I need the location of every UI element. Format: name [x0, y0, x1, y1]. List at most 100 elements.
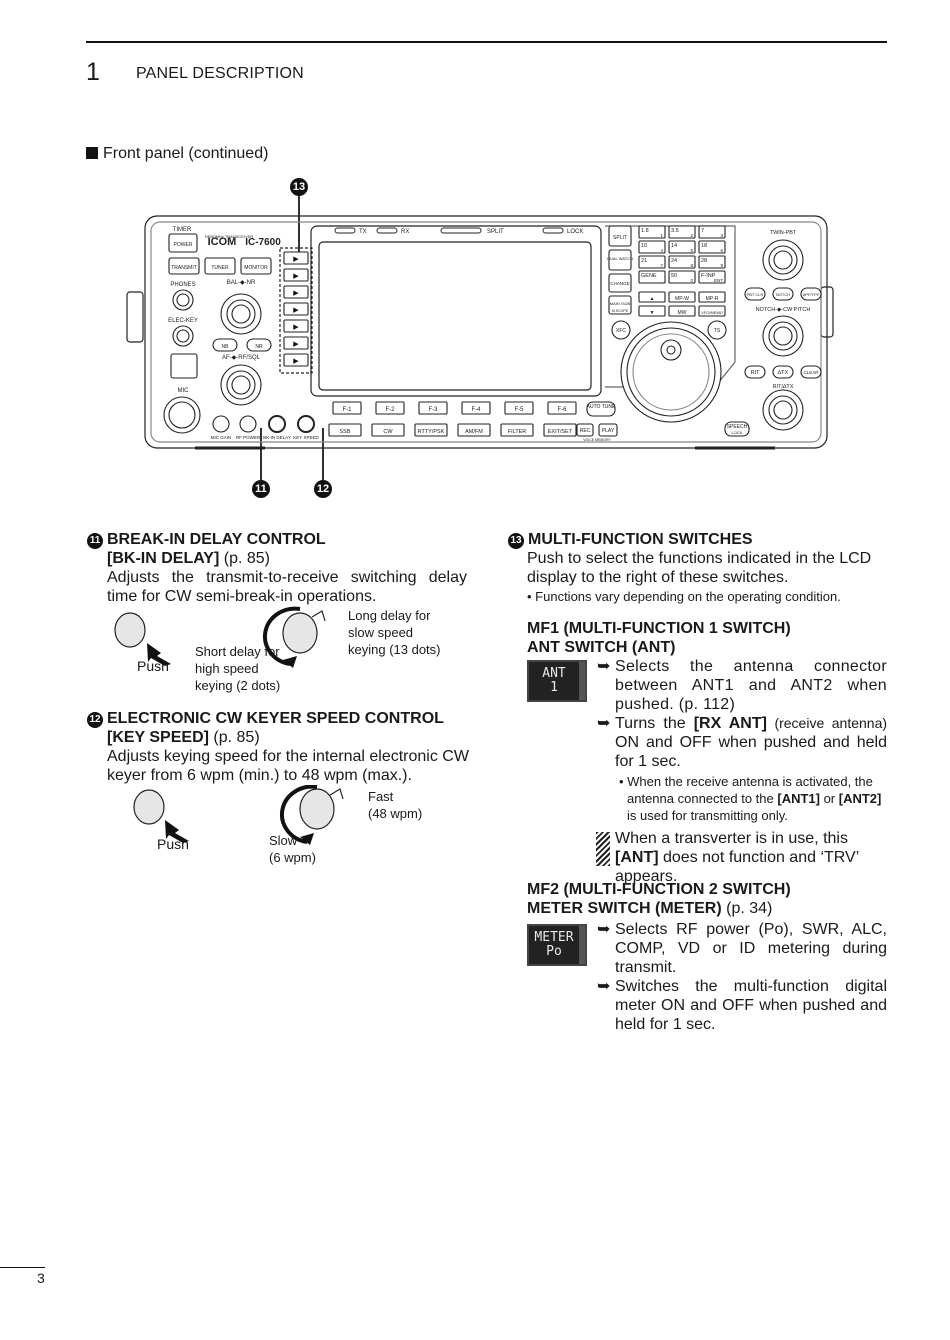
mf-switch-7[interactable]: [283, 353, 309, 367]
mf-switch-5[interactable]: [283, 319, 309, 333]
vfo-memo-button: [698, 305, 726, 317]
mf1-transverter-note: When a transverter is in use, this [ANT]…: [615, 830, 859, 885]
mf-switch-3[interactable]: [283, 285, 309, 299]
keypad-key[interactable]: [638, 240, 666, 254]
keypad-digit-label: 4: [660, 248, 663, 253]
section-title: Front panel (continued): [86, 145, 268, 163]
function-key-5[interactable]: [504, 401, 534, 415]
function-key-6[interactable]: [547, 401, 577, 415]
keyspeed-description: Adjusts keying speed for the internal el…: [107, 748, 469, 784]
function-key-2[interactable]: [375, 401, 405, 415]
function-key-3[interactable]: [418, 401, 448, 415]
mode-key[interactable]: [414, 423, 448, 437]
up-arrow-icon: ▲: [650, 296, 655, 302]
keypad-key[interactable]: [698, 225, 726, 239]
callout-12: 12: [314, 480, 332, 498]
mode-key[interactable]: [543, 423, 577, 437]
item-number-badge: 12: [87, 711, 103, 728]
play-triangle-icon: ▶: [293, 256, 299, 263]
keypad-key[interactable]: [668, 225, 696, 239]
keypad-digit-label: 7: [660, 263, 663, 268]
play-button: [598, 423, 618, 437]
mf1-bullets: ➥Selects the antenna connector between A…: [597, 657, 887, 824]
main-sub-label: MAIN /SUB: [610, 301, 631, 306]
mscope-label: M.SCOPE: [612, 309, 629, 313]
split-label: SPLIT: [613, 235, 627, 241]
rf-power-label: RF POWER: [236, 435, 261, 440]
mf1-bullet-2: ➥Turns the [RX ANT] (receive antenna) ON…: [597, 715, 888, 770]
keypad-key[interactable]: [668, 270, 696, 284]
speech-lock-button: [724, 421, 750, 437]
mf-description: Push to select the functions indicated i…: [527, 550, 872, 586]
arrow-bullet-icon: ➥: [597, 658, 611, 675]
mf1-bullet-1: ➥Selects the antenna connector between A…: [597, 658, 887, 713]
mode-key-label: RTTY/PSK: [418, 429, 445, 435]
section-title-text: Front panel (continued): [103, 145, 269, 162]
rec-button: [576, 423, 594, 437]
split-button: [608, 225, 632, 247]
keypad-digit-label: 9: [720, 263, 723, 268]
function-key-label: F-4: [472, 407, 482, 413]
play-triangle-icon: ▶: [293, 290, 299, 297]
nb-label: NB: [222, 344, 230, 350]
keyspeed-push-label: Push: [157, 836, 189, 852]
mf-switch-2[interactable]: [283, 268, 309, 282]
mode-key[interactable]: [328, 423, 362, 437]
mode-key[interactable]: [371, 423, 405, 437]
function-key-4[interactable]: [461, 401, 491, 415]
rotate-cw-arrow-icon: [329, 788, 344, 800]
chapter-number: 1: [86, 58, 100, 86]
push-arrow-icon: [147, 643, 171, 666]
page-number: 3: [37, 1270, 45, 1286]
phones-label: PHONES: [170, 282, 195, 288]
mf-switch-4[interactable]: [283, 302, 309, 316]
keypad-key[interactable]: [638, 225, 666, 239]
keypad-key[interactable]: [698, 255, 726, 269]
keypad-key[interactable]: [668, 240, 696, 254]
mode-key[interactable]: [457, 423, 491, 437]
play-triangle-icon: ▶: [293, 324, 299, 331]
callout-12-leader: [322, 428, 324, 480]
bkin-page-ref: (p. 85): [223, 550, 270, 567]
knob-push-icon: [133, 789, 165, 825]
keypad-key[interactable]: [638, 270, 666, 284]
keypad-band-label: 50: [671, 273, 677, 279]
power-label: POWER: [174, 242, 193, 248]
bkin-knob-illustration: [114, 606, 326, 668]
mw-button: [668, 305, 696, 317]
nb-button: [212, 338, 238, 352]
apf-tpf-button: [800, 287, 822, 301]
keypad-band-label: 24: [671, 258, 677, 264]
bkin-push-label: Push: [137, 658, 169, 674]
twin-pbt-label: TWIN-PBT: [770, 230, 797, 236]
monitor-label: MONITOR: [244, 265, 268, 271]
function-key-1[interactable]: [332, 401, 362, 415]
key-speed-label: KEY SPEED: [293, 435, 319, 440]
keypad-band-label: 14: [671, 243, 677, 249]
mf-switch-1[interactable]: [283, 251, 309, 265]
rit-button: [744, 365, 766, 379]
bkin-short-delay-label: Short delay for high speed keying (2 dot…: [195, 644, 281, 693]
keypad-key[interactable]: [698, 240, 726, 254]
mic-label: MIC: [178, 388, 190, 394]
model-subtitle: HF/50MHz TRANSCEIVER: [205, 234, 254, 239]
bkin-key-label: [BK-IN DELAY]: [107, 550, 220, 567]
keypad-key[interactable]: [638, 255, 666, 269]
mf2-title: MF2 (MULTI-FUNCTION 2 SWITCH): [527, 881, 791, 898]
change-label: CHANGE: [610, 281, 629, 286]
key-speed-knob: [297, 415, 315, 433]
mode-key[interactable]: [500, 423, 534, 437]
mf-switch-6[interactable]: [283, 336, 309, 350]
keypad-key[interactable]: [698, 270, 726, 284]
keypad-digit-label: 2: [690, 233, 693, 238]
rotate-ccw-arrow-icon: [263, 606, 301, 666]
keypad-key[interactable]: [668, 255, 696, 269]
speech-label: SPEECH: [727, 424, 748, 430]
arrow-bullet-icon: ➥: [597, 921, 611, 938]
pbt-clr-button: [744, 287, 766, 301]
rec-label: REC: [580, 428, 591, 434]
